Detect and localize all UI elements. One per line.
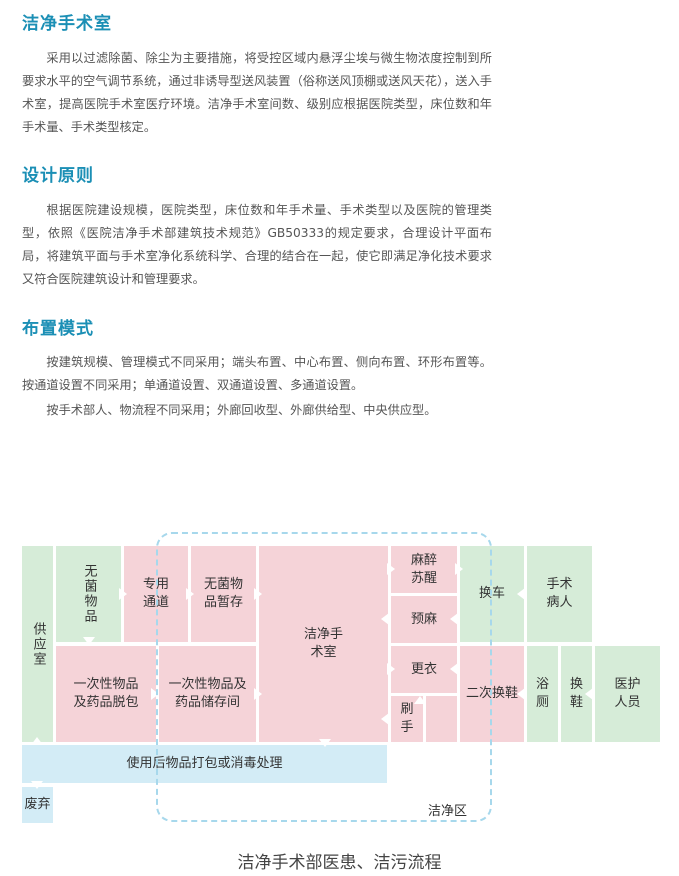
arrow-down-to-waste [31, 781, 43, 789]
room-transfer-bed: 换车 [460, 546, 524, 642]
paragraph-layout-modes-2: 按手术部人、物流程不同采用；外廊回收型、外廊供给型、中央供应型。 [46, 403, 437, 417]
room-used-processing: 使用后物品打包或消毒处理 [22, 745, 387, 783]
arrow-right-recovery-out [455, 563, 463, 575]
arrow-down-or-to-processing [319, 739, 331, 747]
room-second-shoe-change: 二次换鞋 [460, 646, 524, 742]
arrow-right-storage-to-or [254, 688, 262, 700]
diagram-caption: 洁净手术部医患、洁污流程 [237, 853, 442, 873]
room-changing: 更衣 [391, 646, 457, 693]
room-medical-staff: 医护人员 [595, 646, 660, 742]
paragraph-clean-or: 采用以过滤除菌、除尘为主要措施，将受控区域内悬浮尘埃与微生物浓度控制到所要求水平… [22, 51, 492, 134]
arrow-left-patient-in [517, 588, 525, 600]
section-title-layout-modes: 布置模式 [22, 319, 94, 339]
room-shower: 浴厕 [527, 646, 558, 742]
arrow-up-processing-to-supply [31, 737, 43, 745]
room-anesthesia-recovery: 麻醉苏醒 [391, 546, 457, 593]
arrow-left-from-pre-anesthesia [381, 613, 389, 625]
arrow-right-to-or [254, 588, 262, 600]
room-clean-or: 洁净手术室 [259, 546, 388, 742]
arrow-left-scrub-to-or [381, 713, 389, 725]
arrow-left-staff-in [585, 688, 593, 700]
room-sterile-storage: 无菌物品暂存 [191, 546, 256, 642]
arrow-left-to-pre-anesthesia [450, 613, 458, 625]
room-surgical-patient: 手术病人 [527, 546, 592, 642]
arrow-right-unpack-to-storage [151, 688, 159, 700]
arrow-up-scrub [414, 696, 426, 704]
room-disposable-storage: 一次性物品及药品储存间 [159, 646, 256, 742]
clean-zone-label: 洁净区 [428, 804, 468, 819]
paragraph-design-principles: 根据医院建设规模，医院类型，床位数和年手术量、手术类型以及医院的管理类型，依照《… [22, 203, 492, 286]
arrow-right-to-storage [186, 588, 194, 600]
room-scrub-side [426, 696, 457, 742]
arrow-right-to-recovery [387, 563, 395, 575]
arrow-right-or-to-changing [387, 663, 395, 675]
room-supply: 供应室 [22, 546, 53, 742]
arrow-left-shower-to-shoes [517, 688, 525, 700]
arrow-down-sterile-goods [83, 637, 95, 645]
section-title-clean-or: 洁净手术室 [22, 14, 112, 34]
section-title-design-principles: 设计原则 [22, 166, 94, 186]
room-sterile-goods: 无菌物品 [56, 546, 121, 642]
room-waste: 废弃 [22, 787, 53, 823]
room-pre-anesthesia: 预麻 [391, 596, 457, 643]
arrow-right-to-passage [119, 588, 127, 600]
arrow-left-to-changing [450, 663, 458, 675]
paragraph-layout-modes-1: 按建筑规模、管理模式不同采用；端头布置、中心布置、侧向布置、环形布置等。按通道设… [22, 355, 492, 392]
room-disposable-unpack: 一次性物品及药品脱包 [56, 646, 156, 742]
clean-zone-boundary [156, 532, 492, 822]
